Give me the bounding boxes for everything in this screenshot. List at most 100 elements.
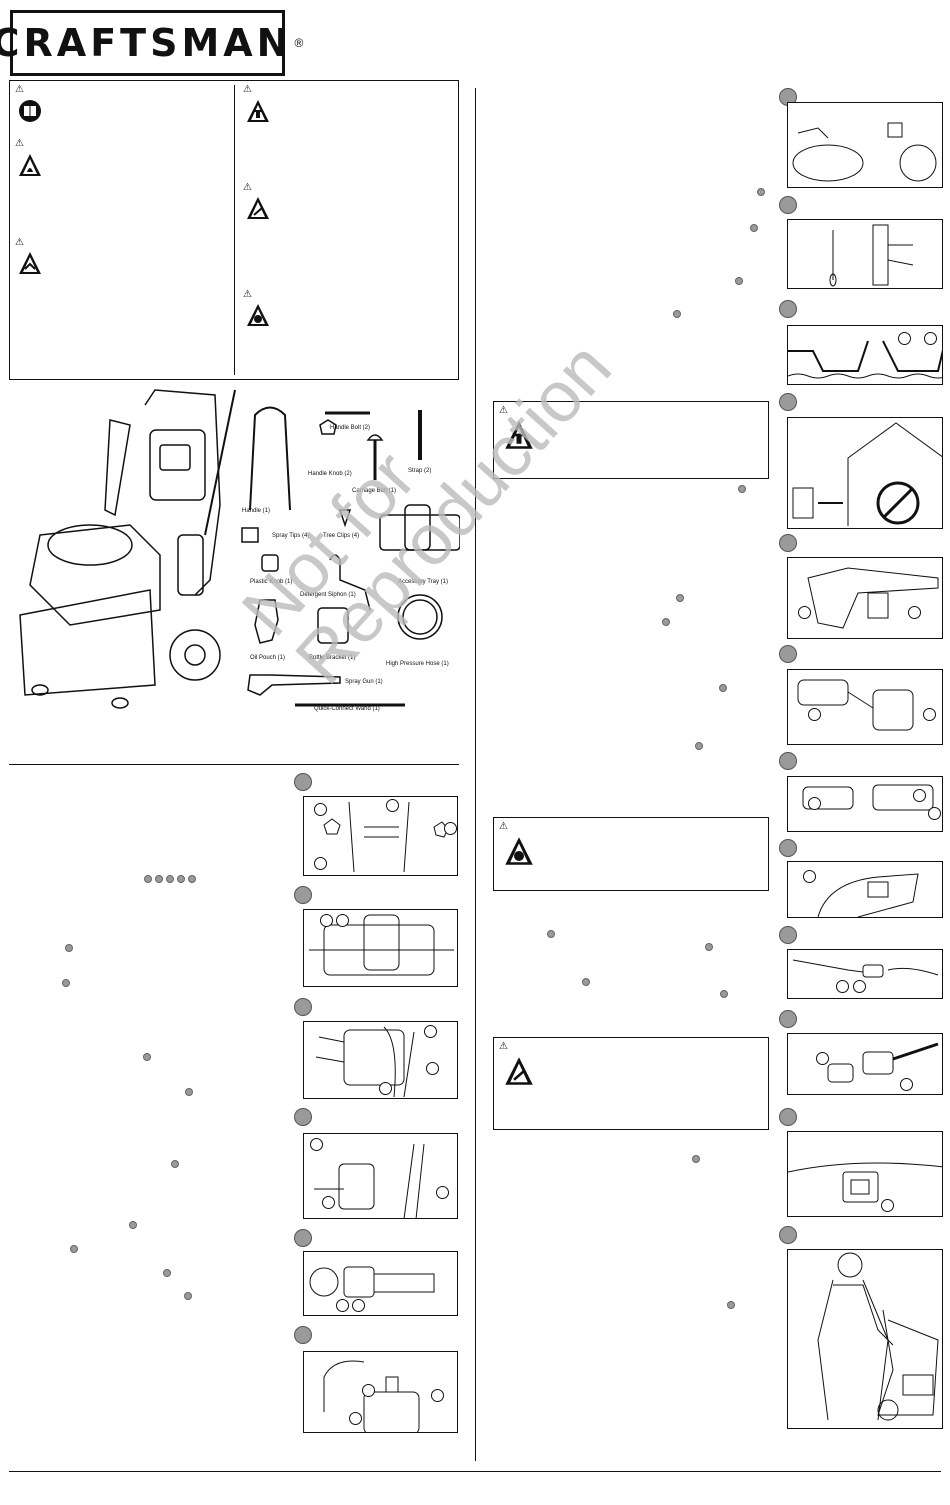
figure-detergent-siphon [303, 1351, 458, 1433]
step-marker-icon [676, 594, 684, 602]
step-marker-icon [163, 1269, 171, 1277]
step-marker-icon [750, 224, 758, 232]
step-marker-icon [70, 1245, 78, 1253]
warning-triangle-icon: ⚠ [15, 138, 24, 149]
step-marker-icon [171, 1160, 179, 1168]
figure-fuel-level [787, 325, 943, 385]
figure-bottle-bracket [303, 1133, 458, 1219]
warning-triangle-icon: ⚠ [243, 289, 252, 300]
warning-triangle-icon: ⚠ [15, 237, 24, 248]
step-marker-icon [144, 875, 152, 883]
figure-trigger-lock [787, 861, 943, 918]
step-marker-icon [779, 196, 797, 214]
step-marker-icon [779, 1010, 797, 1028]
step-marker-icon [720, 990, 728, 998]
step-marker-icon [143, 1053, 151, 1061]
figure-hose-fitting [787, 669, 943, 745]
warning-triangle-icon: ⚠ [243, 182, 252, 193]
moving-parts-icon [505, 837, 533, 865]
figure-wand-tip [787, 1033, 943, 1095]
figure-handle-assembly [303, 796, 458, 876]
step-marker-icon [185, 1088, 193, 1096]
warnings-divider [234, 85, 235, 375]
step-marker-icon [779, 839, 797, 857]
toxic-fumes-icon [505, 421, 533, 449]
part-label-handle: Handle (1) [242, 508, 271, 514]
brand-logo-text: CRAFTSMAN [0, 21, 293, 65]
step-marker-icon [294, 1229, 312, 1247]
part-label-carriage-bolt: Carriage Bolt (1) [352, 488, 397, 494]
figure-tip-insert [787, 949, 943, 999]
toxic-fumes-icon [247, 100, 269, 122]
footer-rule [9, 1471, 941, 1472]
step-marker-icon [294, 1108, 312, 1126]
part-label-accessory-tray: Accessory Tray (1) [398, 579, 449, 585]
figure-tray-install [303, 909, 458, 987]
figure-oil-fill [787, 102, 943, 188]
step-marker-icon [779, 300, 797, 318]
part-label-spray-gun: Spray Gun (1) [345, 679, 383, 685]
figure-tray-mount [303, 1021, 458, 1099]
step-marker-icon [727, 1301, 735, 1309]
step-marker-icon [662, 618, 670, 626]
step-marker-icon [779, 1226, 797, 1244]
warning-triangle-icon: ⚠ [243, 84, 252, 95]
part-label-oil-pouch: Oil Pouch (1) [250, 655, 286, 661]
part-label-quick-connect-wand: Quick-Connect Wand (1) [314, 706, 380, 712]
parts-illustration [19, 389, 460, 709]
step-marker-icon [779, 1108, 797, 1126]
step-marker-icon [177, 875, 185, 883]
read-manual-icon [19, 100, 41, 122]
step-marker-icon [692, 1155, 700, 1163]
step-marker-icon [294, 886, 312, 904]
step-marker-icon [294, 998, 312, 1016]
step-marker-icon [735, 277, 743, 285]
figure-operator [787, 1249, 943, 1429]
caution-box: ⚠ [493, 817, 769, 891]
step-marker-icon [695, 742, 703, 750]
safety-warnings-box: ⚠ ⚠ ⚠ ⚠ ⚠ ⚠ [9, 80, 459, 380]
step-marker-icon [673, 310, 681, 318]
part-label-strap: Strap (2) [408, 468, 432, 474]
injection-hazard-icon [505, 1057, 533, 1085]
step-marker-icon [184, 1292, 192, 1300]
registered-mark: ® [294, 36, 304, 50]
part-label-handle-knob: Handle Knob (2) [308, 471, 352, 477]
part-label-plastic-knob: Plastic Knob (1) [250, 579, 293, 585]
washer-frame [144, 389, 221, 596]
part-label-high-pressure-hose: High Pressure Hose (1) [386, 661, 449, 667]
part-label-spray-tips: Spray Tips (4) [272, 533, 310, 539]
warning-triangle-icon: ⚠ [15, 84, 24, 95]
step-marker-icon [779, 645, 797, 663]
step-marker-icon [65, 944, 73, 952]
moving-parts-icon [247, 304, 269, 326]
part-label-handle-bolt: Handle Bolt (2) [330, 425, 371, 431]
part-label-tree-clips: Tree Clips (4) [323, 533, 360, 539]
figure-hose-connect [303, 1251, 458, 1316]
step-marker-icon [582, 978, 590, 986]
warning-triangle-icon: ⚠ [499, 405, 508, 416]
step-marker-icon [779, 393, 797, 411]
step-marker-icon [757, 188, 765, 196]
step-marker-icon [719, 684, 727, 692]
warning-triangle-icon: ⚠ [499, 1041, 508, 1052]
column-divider [475, 88, 476, 1461]
figure-switch [787, 1131, 943, 1217]
step-marker-icon [705, 943, 713, 951]
part-label-bottle-bracket: Bottle Bracket (1) [309, 655, 356, 661]
step-marker-icon [294, 1326, 312, 1344]
injection-hazard-icon [247, 197, 269, 219]
warning-triangle-icon: ⚠ [499, 821, 508, 832]
step-marker-icon [294, 773, 312, 791]
step-marker-icon [129, 1221, 137, 1229]
fire-hazard-icon [19, 154, 41, 176]
brand-logo: CRAFTSMAN® [0, 10, 303, 76]
step-marker-icon [188, 875, 196, 883]
caution-box: ⚠ [493, 1037, 769, 1130]
step-marker-icon [779, 534, 797, 552]
step-marker-icon [779, 926, 797, 944]
figure-ventilation [787, 417, 943, 529]
step-marker-icon [155, 875, 163, 883]
step-marker-icon [738, 485, 746, 493]
part-label-detergent-siphon: Detergent Siphon (1) [300, 592, 356, 598]
